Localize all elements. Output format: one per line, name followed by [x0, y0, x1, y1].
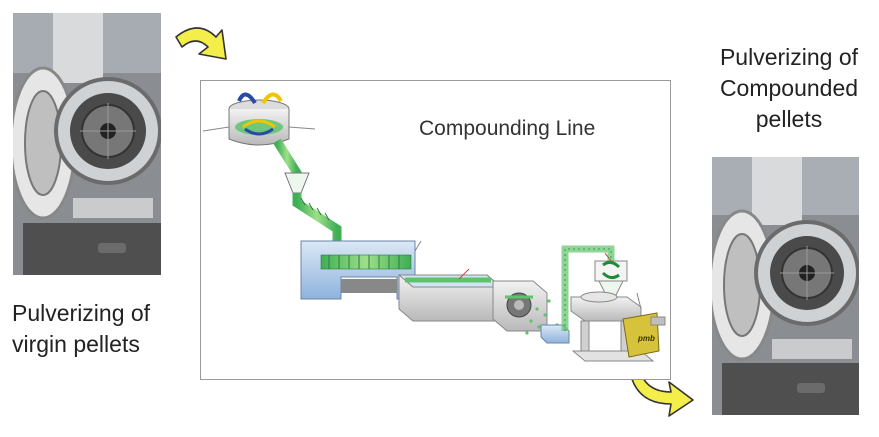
cooling-bath	[397, 268, 503, 322]
pelletizer	[492, 280, 548, 332]
curved-arrow-top-icon	[175, 27, 227, 60]
bag-label: pmb	[637, 334, 655, 343]
compounding-line-diagram: Compounding Line	[200, 80, 671, 380]
mixer-tank	[202, 92, 316, 146]
photo-pulverizer-virgin	[13, 13, 161, 275]
extruder	[300, 240, 422, 300]
photo-pulverizer-compounded	[712, 157, 859, 415]
caption-compounded-pellets: Pulverizing of Compounded pellets	[719, 44, 859, 132]
cyclone-hopper	[594, 252, 628, 298]
pulverizer-base	[570, 291, 655, 362]
caption-virgin-pellets: Pulverizing of virgin pellets	[12, 300, 151, 357]
product-bag: pmb	[622, 292, 666, 358]
diagram-title: Compounding Line	[419, 117, 596, 140]
compounding-line-illustration: pmb	[202, 92, 666, 362]
